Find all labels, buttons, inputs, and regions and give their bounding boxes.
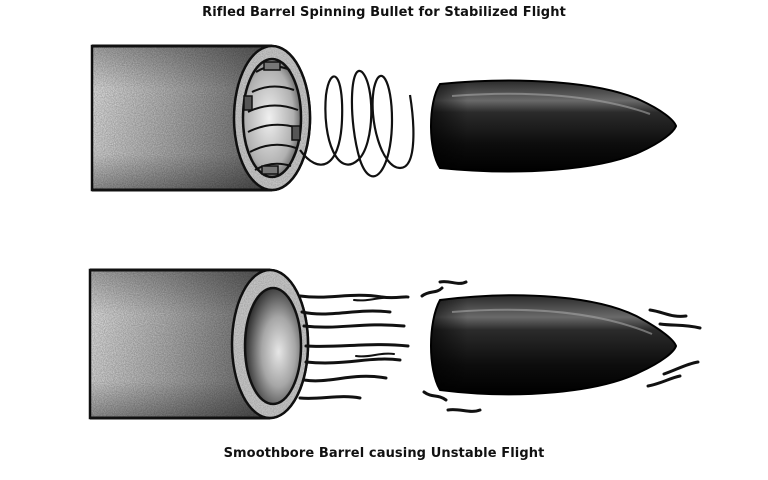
wobble-marks [420, 280, 702, 413]
turbulence-lines [298, 293, 410, 400]
unstable-bullet [430, 294, 678, 396]
rifled-barrel [90, 44, 312, 192]
rifling-grooves [243, 61, 301, 175]
spin-spiral [299, 69, 415, 178]
smoothbore-barrel [88, 268, 310, 420]
spinning-bullet [430, 79, 678, 173]
rifled-barrel-title: Rifled Barrel Spinning Bullet for Stabil… [202, 5, 566, 20]
smoothbore-barrel-title: Smoothbore Barrel causing Unstable Fligh… [223, 446, 545, 461]
